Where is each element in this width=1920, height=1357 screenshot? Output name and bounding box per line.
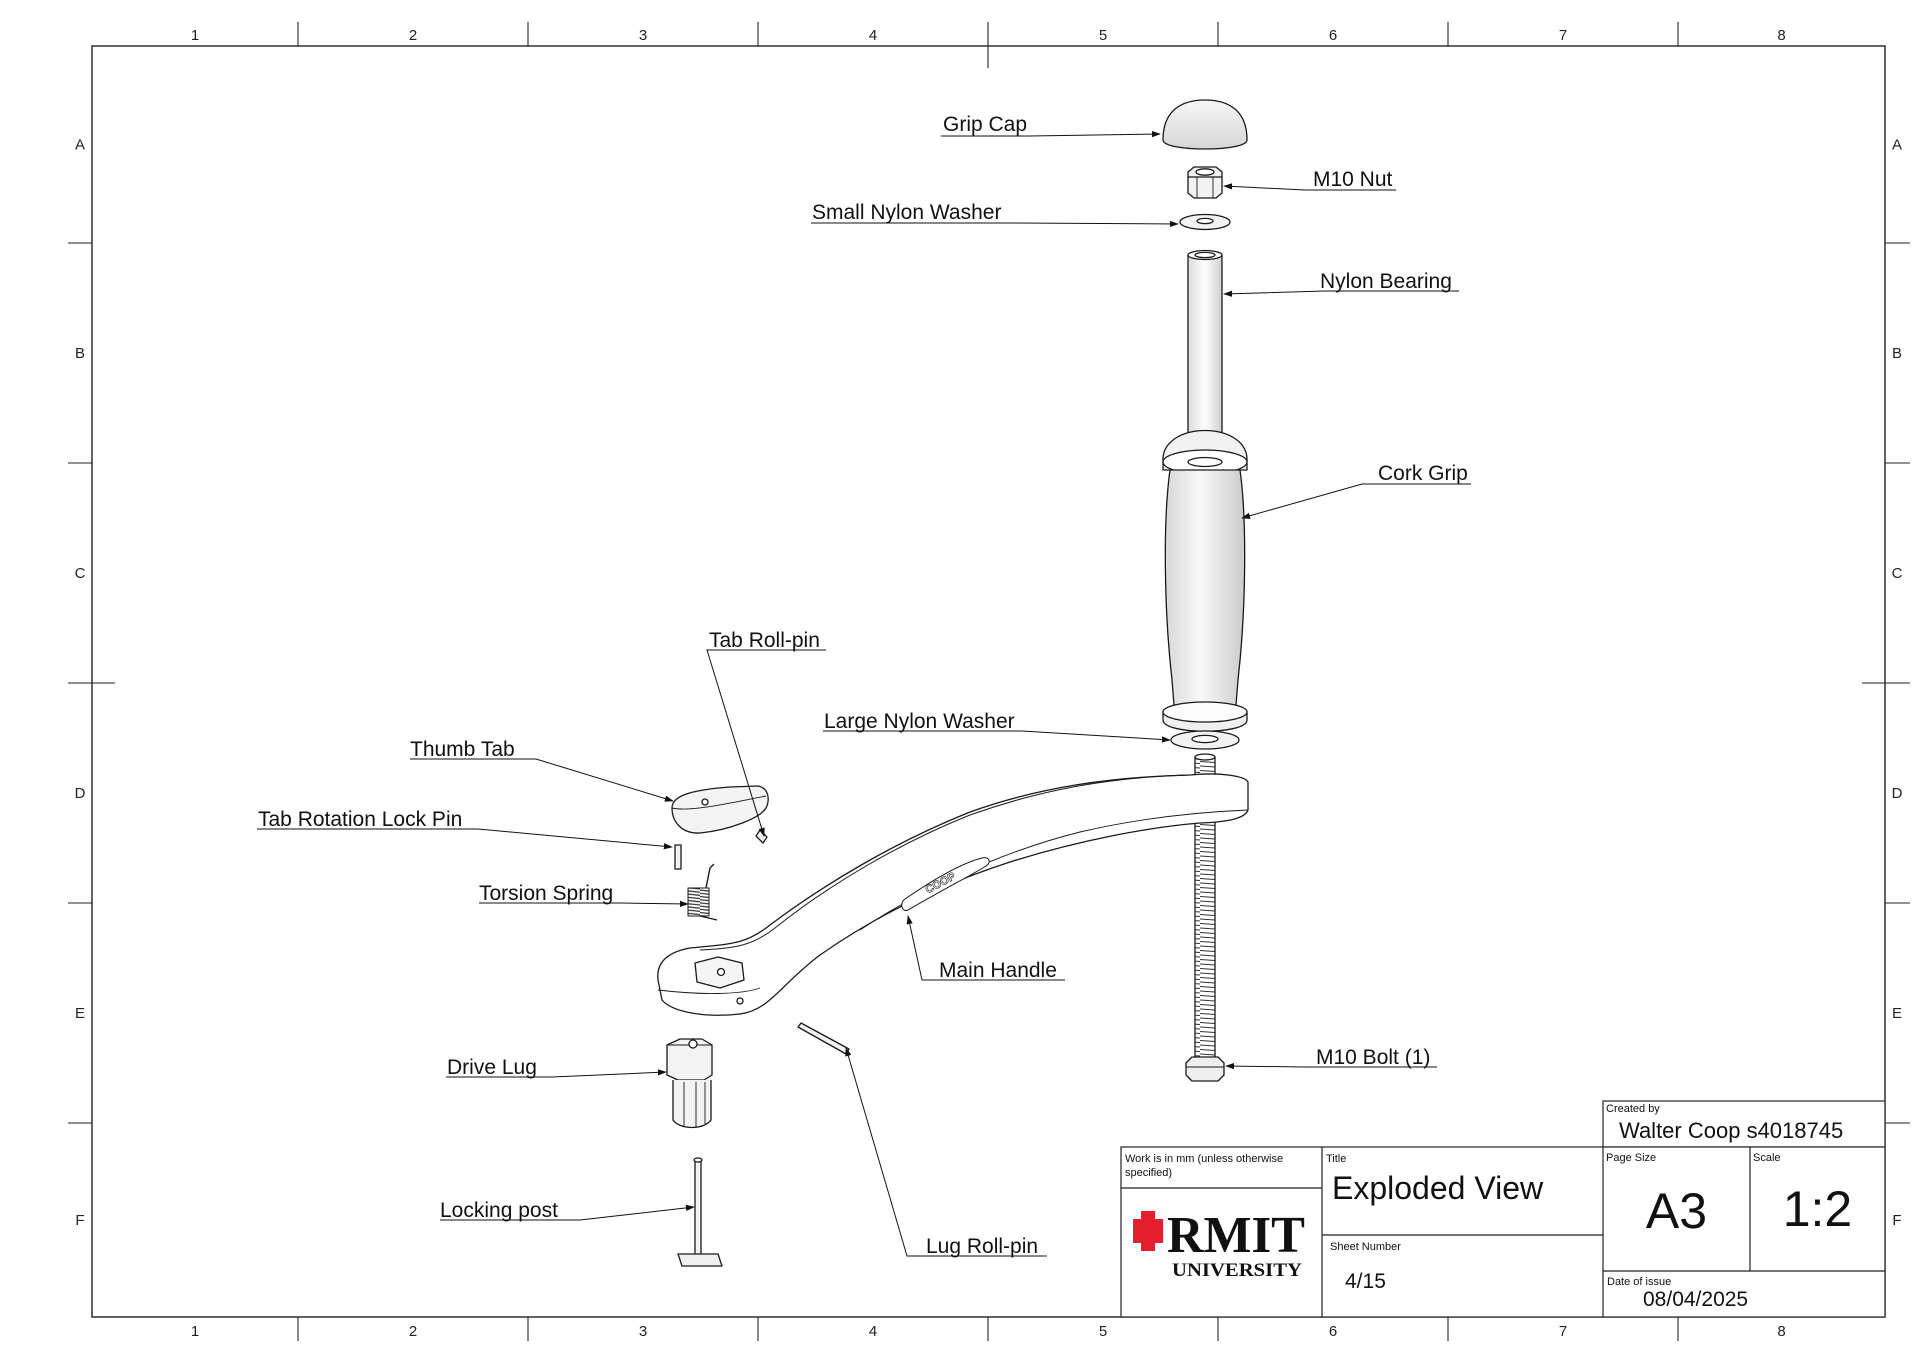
leader-tab-rotation-lock-pin	[257, 828, 673, 850]
leader-torsion-spring	[479, 900, 689, 908]
frame-column-label: 1	[191, 27, 199, 44]
rmit-subtext: UNIVERSITY	[1172, 1260, 1302, 1281]
rmit-logo: RMIT UNIVERSITY	[1133, 1207, 1305, 1281]
callout-locking-post: Locking post	[440, 1199, 558, 1222]
cork-grip-part	[1162, 429, 1248, 732]
frame-column-label: 5	[1099, 27, 1107, 44]
tab-rotation-lock-pin-part	[674, 844, 682, 870]
leader-nylon-bearing	[1223, 290, 1459, 297]
nylon-bearing-part	[1187, 249, 1223, 456]
callout-grip-cap: Grip Cap	[943, 113, 1027, 136]
callout-lug-roll-pin: Lug Roll-pin	[926, 1235, 1038, 1258]
frame-column-label: 3	[639, 27, 647, 44]
frame-row-label: B	[75, 345, 85, 362]
frame-row-label: B	[1892, 345, 1902, 362]
leader-thumb-tab	[410, 758, 674, 802]
callout-small-nylon-washer: Small Nylon Washer	[812, 201, 1001, 224]
frame-column-label: 7	[1559, 27, 1567, 44]
lug-roll-pin-part	[797, 1022, 850, 1055]
frame-column-label: 4	[869, 27, 877, 44]
callout-thumb-tab: Thumb Tab	[410, 738, 515, 761]
callout-large-nylon-washer: Large Nylon Washer	[824, 710, 1015, 733]
leader-m10-nut	[1223, 183, 1396, 191]
frame-column-label: 2	[409, 1323, 417, 1340]
callout-cork-grip: Cork Grip	[1378, 462, 1468, 485]
frame-row-label: D	[1892, 785, 1903, 802]
title-block	[1120, 1100, 1886, 1318]
grip-cap-part	[1162, 99, 1248, 150]
frame-column-label: 8	[1777, 1323, 1785, 1340]
drive-lug-part	[666, 1038, 713, 1129]
large-nylon-washer-part	[1170, 730, 1240, 750]
callout-drive-lug: Drive Lug	[447, 1056, 537, 1079]
frame-row-label: E	[1892, 1005, 1902, 1022]
leader-large-nylon-washer	[823, 730, 1171, 743]
frame-column-label: 8	[1777, 27, 1785, 44]
m10-bolt-part	[1185, 753, 1225, 1082]
callout-tab-roll-pin: Tab Roll-pin	[709, 629, 820, 652]
leader-m10-bolt	[1225, 1062, 1437, 1070]
frame-row-label: A	[75, 137, 85, 154]
torsion-spring-part	[687, 863, 718, 921]
callout-main-handle: Main Handle	[939, 959, 1057, 982]
frame-column-label: 6	[1329, 1323, 1337, 1340]
leader-main-handle	[906, 915, 1065, 981]
main-handle-part: COOP	[657, 773, 1249, 1016]
frame-row-label: F	[75, 1212, 84, 1229]
leader-lug-roll-pin	[845, 1047, 1047, 1257]
frame-column-label: 2	[409, 27, 417, 44]
leader-drive-lug	[446, 1069, 667, 1078]
leader-locking-post	[440, 1204, 695, 1221]
frame-row-label: E	[75, 1005, 85, 1022]
frame-column-label: 1	[191, 1323, 199, 1340]
leader-cork-grip	[1241, 483, 1471, 519]
leader-small-nylon-washer	[811, 220, 1179, 228]
callout-torsion-spring: Torsion Spring	[479, 882, 613, 905]
thumb-tab-part	[671, 785, 769, 834]
callout-m10-bolt: M10 Bolt (1)	[1316, 1046, 1430, 1069]
frame-row-label: C	[75, 565, 86, 582]
frame-row-label: C	[1892, 565, 1903, 582]
callout-m10-nut: M10 Nut	[1313, 168, 1393, 191]
frame-row-label: F	[1892, 1212, 1901, 1229]
frame-row-label: A	[1892, 137, 1902, 154]
frame-row-label: D	[75, 785, 86, 802]
rmit-wordmark: RMIT	[1167, 1207, 1305, 1264]
frame-column-label: 5	[1099, 1323, 1107, 1340]
frame-column-label: 3	[639, 1323, 647, 1340]
m10-nut-part	[1187, 166, 1223, 199]
locking-post-part	[677, 1157, 723, 1267]
frame-column-label: 7	[1559, 1323, 1567, 1340]
small-nylon-washer-part	[1179, 213, 1231, 231]
frame-column-label: 4	[869, 1323, 877, 1340]
leader-tab-roll-pin	[706, 649, 826, 837]
callout-tab-rotation-lock-pin: Tab Rotation Lock Pin	[258, 808, 462, 831]
callout-nylon-bearing: Nylon Bearing	[1320, 270, 1452, 293]
frame-column-label: 6	[1329, 27, 1337, 44]
tab-roll-pin-part	[755, 829, 768, 844]
leader-grip-cap	[941, 130, 1161, 138]
